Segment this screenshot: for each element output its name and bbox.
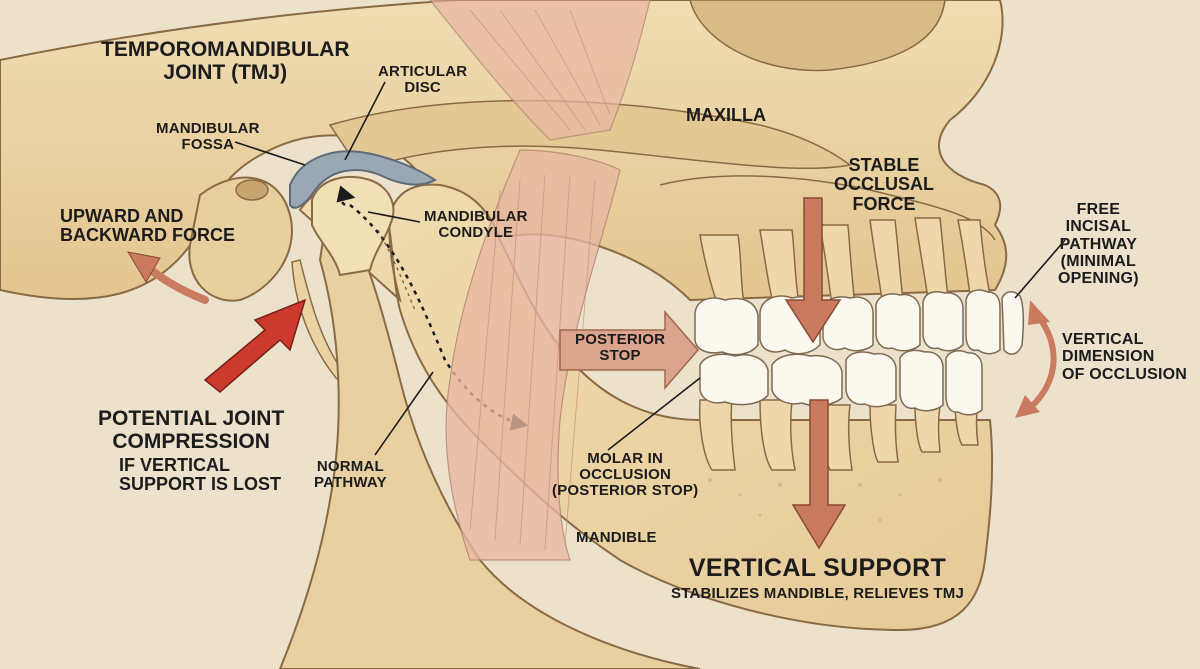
vertical-dimension-arrow bbox=[1027, 314, 1057, 411]
stable-occlusal-force-label: STABLE OCCLUSAL FORCE bbox=[834, 155, 934, 214]
compression-arrow bbox=[203, 298, 307, 393]
stable-force-arrow bbox=[784, 197, 842, 344]
vertical-support-arrow bbox=[791, 399, 847, 550]
mastoid bbox=[188, 176, 293, 302]
free-incisal-pathway-label: FREE INCISAL PATHWAY (MINIMAL OPENING) bbox=[1058, 201, 1139, 288]
normal-pathway-label: NORMAL PATHWAY bbox=[314, 458, 387, 492]
potential-joint-compression-label: POTENTIAL JOINT COMPRESSION bbox=[98, 407, 285, 453]
articular-disc bbox=[289, 150, 437, 209]
condyle bbox=[311, 175, 395, 277]
posterior-stop-arrow bbox=[559, 309, 699, 391]
vertical-support-title: VERTICAL SUPPORT bbox=[688, 554, 947, 582]
molar-in-occlusion-label: MOLAR IN OCCLUSION (POSTERIOR STOP) bbox=[552, 450, 699, 500]
vertical-dimension-label: VERTICAL DIMENSION OF OCCLUSION bbox=[1062, 331, 1188, 383]
tmj-label: TEMPOROMANDIBULAR JOINT (TMJ) bbox=[101, 38, 350, 84]
if-vertical-support-lost-label: IF VERTICAL SUPPORT IS LOST bbox=[119, 455, 282, 495]
temporalis-muscle bbox=[429, 0, 651, 141]
upper-teeth bbox=[694, 289, 1025, 356]
mandibular-fossa-label: MANDIBULAR FOSSA bbox=[156, 120, 260, 154]
bone-texture bbox=[708, 478, 942, 522]
orbit bbox=[689, 0, 946, 72]
vertical-support-block: VERTICAL SUPPORT STABILIZES MANDIBLE, RE… bbox=[671, 555, 964, 602]
mandible-label: MANDIBLE bbox=[576, 529, 657, 546]
maxilla-contour bbox=[659, 175, 996, 241]
upward-backward-force-label: UPWARD AND BACKWARD FORCE bbox=[60, 206, 235, 246]
mandibular-condyle-label: MANDIBULAR CONDYLE bbox=[424, 208, 528, 242]
posterior-stop-label: POSTERIOR STOP bbox=[575, 331, 666, 365]
articular-disc-label: ARTICULAR DISC bbox=[378, 63, 468, 97]
lower-teeth bbox=[699, 349, 983, 416]
vertical-support-subtitle: STABILIZES MANDIBLE, RELIEVES TMJ bbox=[671, 585, 965, 602]
cranium bbox=[0, 0, 1008, 302]
maxilla-label: MAXILLA bbox=[686, 105, 766, 125]
ramus bbox=[278, 192, 701, 669]
leader-lines bbox=[234, 81, 1066, 456]
